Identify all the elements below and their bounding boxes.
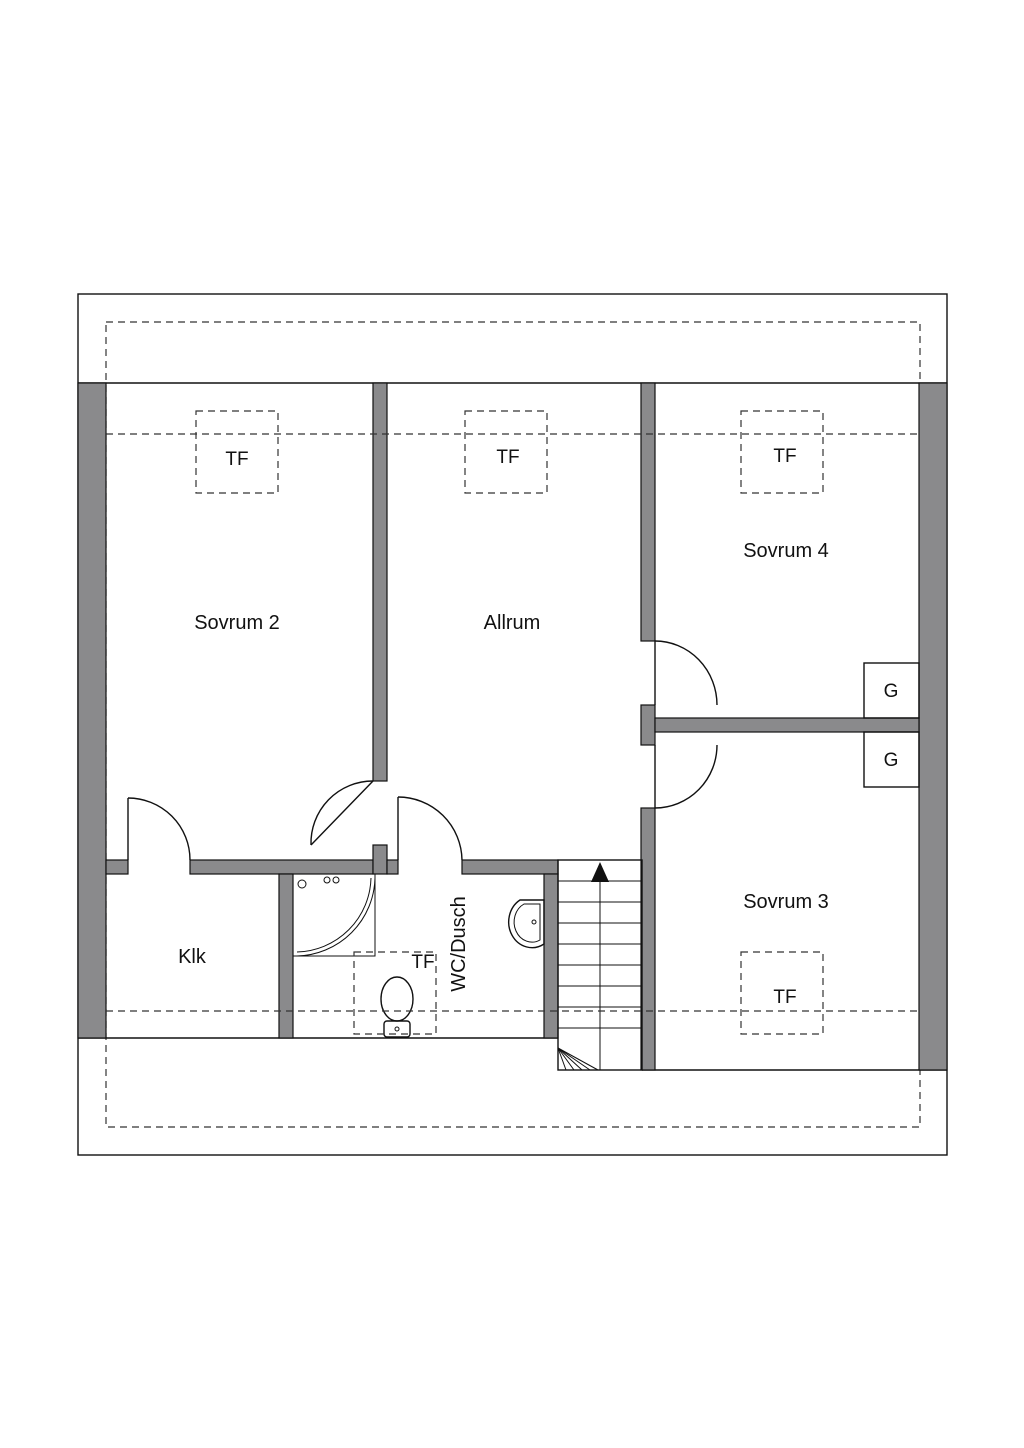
tf-label-sovrum2: TF — [225, 449, 248, 470]
tf-box-allrum — [464, 410, 548, 494]
closet-box-lower — [863, 731, 920, 788]
wall-klk-wc — [278, 873, 294, 1039]
wall-right — [918, 382, 948, 1071]
stair-winder — [557, 1047, 567, 1071]
g-label-upper: G — [884, 681, 899, 702]
wall-wc-top-right — [461, 859, 559, 875]
stair-direction-arrow-icon — [591, 862, 609, 882]
toilet — [380, 976, 414, 1038]
door-klk — [127, 797, 191, 861]
wall-klk-top-left — [105, 859, 129, 875]
label-sovrum4: Sovrum 4 — [743, 540, 829, 562]
door-sovrum4 — [654, 640, 718, 706]
staircase — [557, 859, 643, 1071]
wall-left — [77, 382, 107, 1039]
stair-winder — [557, 1047, 575, 1071]
wall-wc-top-stub — [372, 844, 388, 875]
stair-winder — [557, 1047, 591, 1071]
tf-label-allrum: TF — [496, 447, 519, 468]
wall-stub-mid — [640, 704, 656, 746]
wall-allrum-sovrum4 — [640, 382, 656, 642]
tf-box-sovrum3 — [740, 951, 824, 1035]
closet-box-upper — [863, 662, 920, 719]
door-sovrum2 — [310, 780, 374, 846]
tf-label-sovrum4: TF — [773, 446, 796, 467]
wall-sovrum4-sovrum3 — [654, 717, 920, 733]
shower-enclosure — [292, 873, 376, 957]
label-sovrum3: Sovrum 3 — [743, 891, 829, 913]
wall-klk-top-right — [189, 859, 374, 875]
wall-allrum-sovrum3 — [640, 807, 656, 1071]
tf-label-wc: TF — [411, 952, 434, 973]
stair-winder — [557, 1047, 599, 1071]
g-label-lower: G — [884, 750, 899, 771]
tf-box-wc — [353, 951, 437, 1035]
door-sovrum3 — [654, 744, 718, 809]
label-wc-dusch: WC/Dusch — [448, 896, 470, 992]
wall-wc-stairs — [543, 873, 559, 1039]
tf-box-sovrum4 — [740, 410, 824, 494]
tf-label-sovrum3: TF — [773, 987, 796, 1008]
label-klk: Klk — [178, 946, 207, 968]
door-wc — [397, 796, 463, 861]
tf-box-sovrum2 — [195, 410, 279, 494]
wall-wc-top-stub2 — [386, 859, 399, 875]
stair-winder — [557, 1047, 583, 1071]
label-allrum: Allrum — [484, 612, 541, 634]
label-sovrum2: Sovrum 2 — [194, 612, 280, 634]
sink — [508, 899, 545, 949]
wall-sovrum2-allrum — [372, 382, 388, 782]
